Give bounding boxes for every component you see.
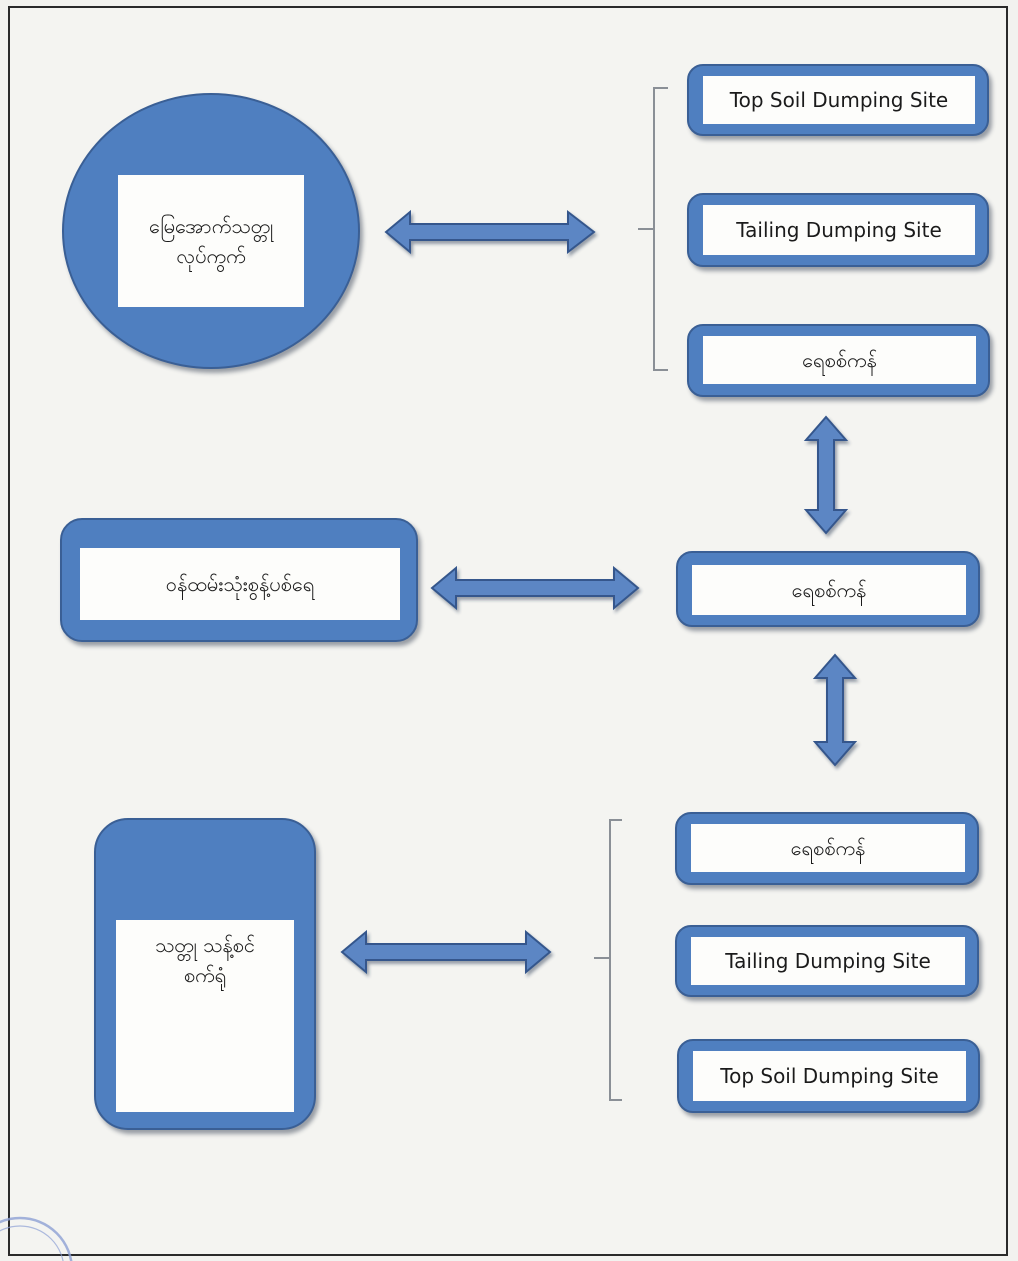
bottom-group-box-2: Tailing Dumping Site [675,925,979,997]
double-arrow-plant-to-bottom-group [340,929,552,975]
bottom-group-box-1: ရေစစ်ကန် [675,812,979,885]
double-arrow-wastewater-to-center [430,565,640,611]
double-arrow-circle-to-top-group [384,209,596,255]
bottom-group-label-1: ရေစစ်ကန် [691,824,965,872]
top-group-box-1: Top Soil Dumping Site [687,64,989,136]
wastewater-node: ဝန်ထမ်းသုံးစွန့်ပစ်ရေ [60,518,418,642]
double-arrow-top-group-to-center [803,415,849,535]
bottom-group-label-2: Tailing Dumping Site [691,937,965,985]
mine-site-circle-node: မြေအောက်သတ္တု လုပ်ကွက် [62,93,360,369]
center-settling-pond-label: ရေစစ်ကန် [692,565,966,615]
top-group-label-3: ရေစစ်ကန် [703,336,976,384]
mine-site-label: မြေအောက်သတ္တု လုပ်ကွက် [118,175,304,307]
wastewater-label: ဝန်ထမ်းသုံးစွန့်ပစ်ရေ [80,548,400,620]
bottom-group-box-3: Top Soil Dumping Site [677,1039,980,1113]
stamp-seal-fragment [0,1216,73,1261]
top-group-box-3: ရေစစ်ကန် [687,324,990,397]
top-group-label-1: Top Soil Dumping Site [703,76,975,124]
center-settling-pond-node: ရေစစ်ကန် [676,551,980,627]
top-group-bracket [638,87,668,371]
top-group-box-2: Tailing Dumping Site [687,193,989,267]
bottom-group-label-3: Top Soil Dumping Site [693,1051,966,1101]
bottom-group-bracket [594,819,622,1101]
double-arrow-center-to-bottom-group [812,653,858,767]
top-group-label-2: Tailing Dumping Site [703,205,975,255]
processing-plant-label: သတ္တု သန့်စင် စက်ရုံ [116,920,294,1112]
processing-plant-node: သတ္တု သန့်စင် စက်ရုံ [94,818,316,1130]
